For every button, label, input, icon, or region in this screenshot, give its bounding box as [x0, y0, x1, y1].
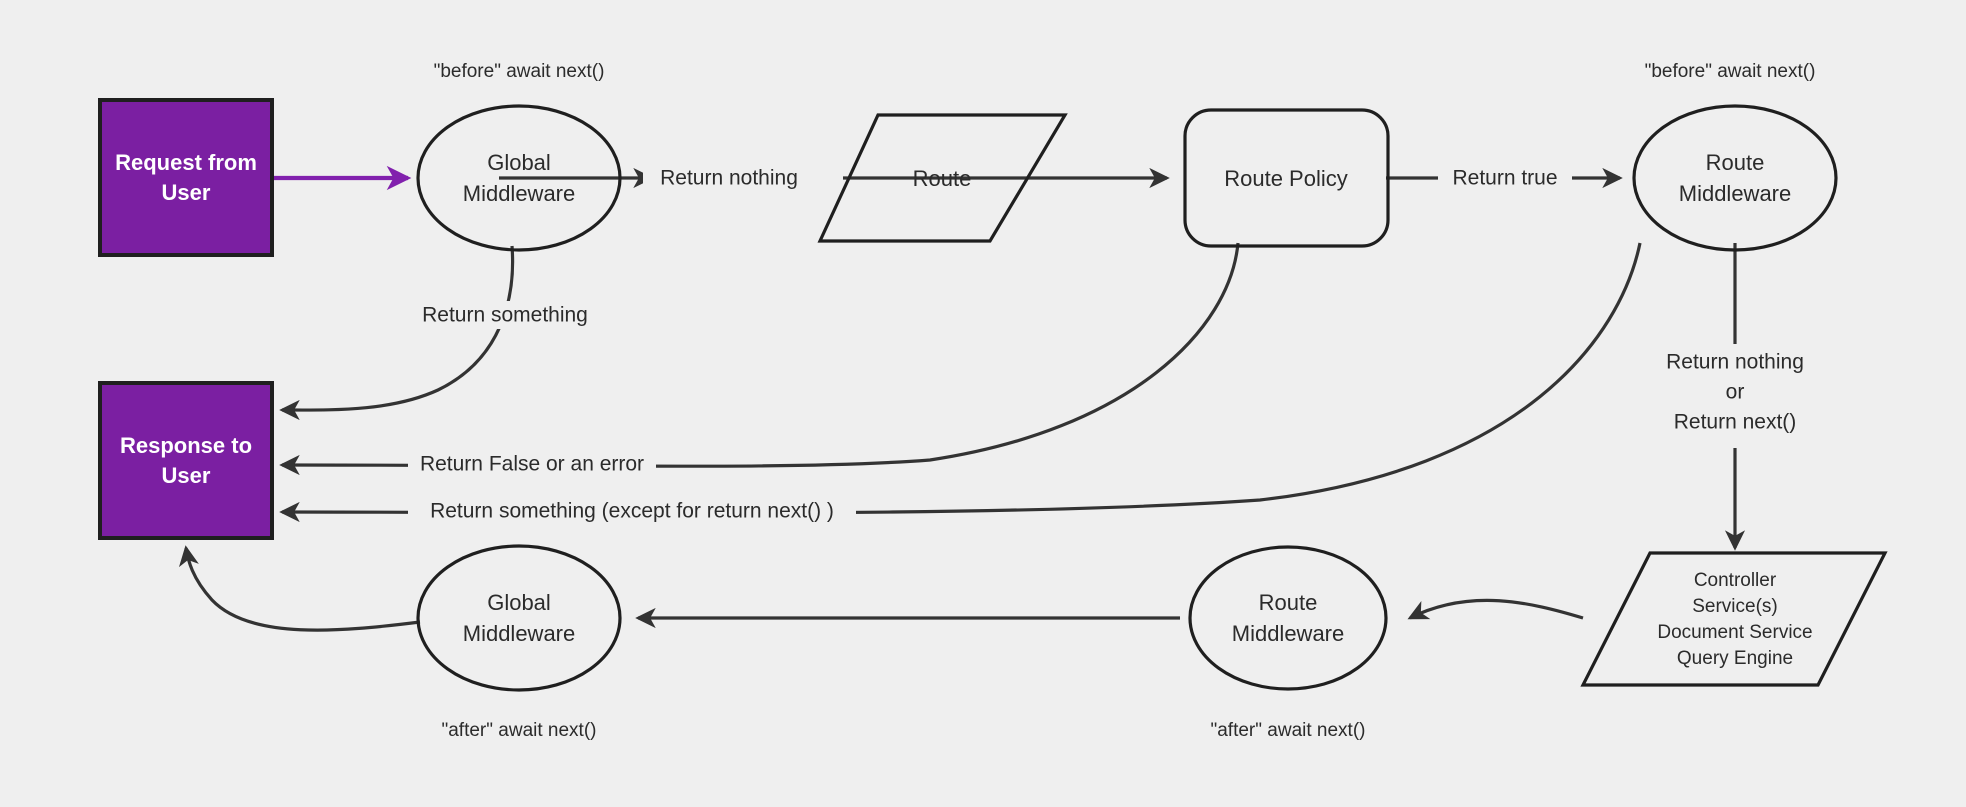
annotation-before-route-middleware: "before" await next(): [1645, 61, 1816, 82]
request-box-label-line2: User: [162, 180, 211, 205]
global-middleware-top-line1: Global: [487, 150, 551, 175]
edge-route-policy-return-false: [279, 242, 1240, 476]
controller-line2: Service(s): [1692, 596, 1778, 617]
edge-global-middleware-bottom-to-response: [178, 545, 421, 632]
controller-line4: Query Engine: [1677, 648, 1793, 669]
edge-controller-to-route-middleware-bottom: [1407, 598, 1584, 620]
annotation-after-global-middleware: "after" await next(): [442, 720, 597, 741]
edge-label-return-true: Return true: [1452, 167, 1557, 190]
route-middleware-top-line1: Route: [1706, 150, 1765, 175]
response-box-label-line2: User: [162, 463, 211, 488]
edge-label-return-nothing-vertical: Return nothing: [1666, 351, 1804, 374]
edge-global-middleware-return-something: [279, 245, 515, 421]
global-middleware-top-line2: Middleware: [463, 181, 576, 206]
response-box-label-line1: Response to: [120, 433, 252, 458]
edge-label-return-next-vertical: Return next(): [1674, 411, 1797, 434]
node-global-middleware-top[interactable]: Global Middleware: [416, 104, 622, 252]
edge-label-return-nothing: Return nothing: [660, 167, 798, 190]
node-request-from-user[interactable]: Request from User: [98, 98, 274, 257]
route-policy-label: Route Policy: [1224, 166, 1348, 191]
node-controller-services[interactable]: Controller Service(s) Document Service Q…: [1580, 551, 1888, 687]
route-middleware-bottom-line2: Middleware: [1232, 621, 1345, 646]
node-route-middleware-top[interactable]: Route Middleware: [1632, 104, 1838, 252]
edge-label-return-something: Return something: [422, 304, 588, 327]
global-middleware-bottom-line1: Global: [487, 590, 551, 615]
node-route[interactable]: Route: [817, 113, 1068, 243]
edge-label-or-vertical: or: [1726, 381, 1745, 404]
controller-line3: Document Service: [1657, 622, 1812, 643]
node-route-policy[interactable]: Route Policy: [1183, 108, 1390, 248]
node-route-middleware-bottom[interactable]: Route Middleware: [1188, 545, 1388, 691]
edge-label-return-something-except: Return something (except for return next…: [430, 500, 834, 523]
edge-label-return-false-or-error: Return False or an error: [420, 453, 644, 476]
controller-line1: Controller: [1694, 570, 1777, 591]
request-box-label-line1: Request from: [115, 150, 257, 175]
node-global-middleware-bottom[interactable]: Global Middleware: [416, 544, 622, 692]
annotation-before-global-middleware: "before" await next(): [434, 61, 605, 82]
global-middleware-bottom-line2: Middleware: [463, 621, 576, 646]
annotation-after-route-middleware: "after" await next(): [1211, 720, 1366, 741]
route-middleware-top-line2: Middleware: [1679, 181, 1792, 206]
route-label: Route: [913, 166, 972, 191]
node-response-to-user[interactable]: Response to User: [98, 381, 274, 540]
route-middleware-bottom-line1: Route: [1259, 590, 1318, 615]
